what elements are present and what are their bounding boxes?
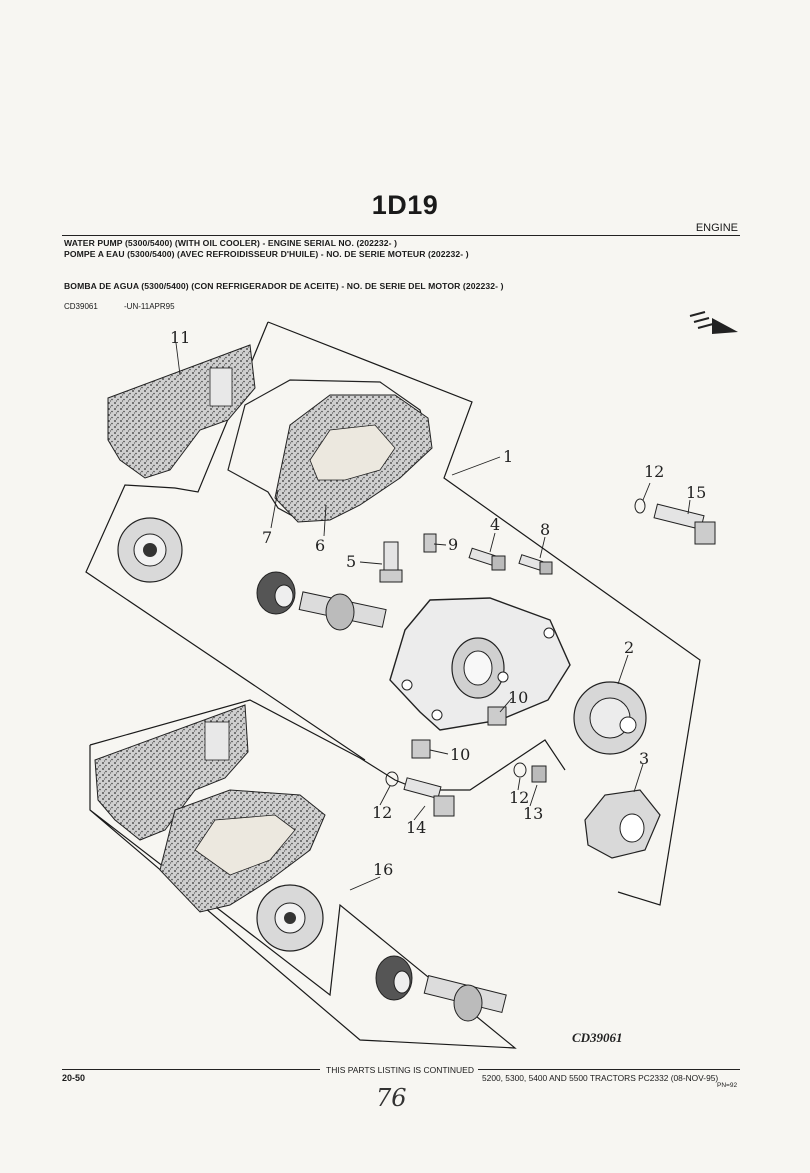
gasket-part-11 <box>107 344 256 479</box>
washer-part-12-upper <box>634 498 646 514</box>
callout-label: 3 <box>639 749 649 768</box>
bolt-part-15 <box>653 503 716 545</box>
footer-models: 5200, 5300, 5400 AND 5500 TRACTORS PC233… <box>482 1073 719 1083</box>
title-english: WATER PUMP (5300/5400) (WITH OIL COOLER)… <box>64 238 398 248</box>
callout-label: 8 <box>540 520 550 539</box>
page-number: 20-50 <box>62 1073 86 1083</box>
bolt-part-8 <box>518 554 553 575</box>
callout-label: 13 <box>523 804 543 823</box>
bolt-part-4 <box>468 547 506 571</box>
leader-lines <box>175 342 691 891</box>
shaft-upper <box>298 591 387 631</box>
hub-part-2 <box>573 681 647 755</box>
callout-label: 12 <box>509 788 529 807</box>
plug-part-9 <box>423 533 437 553</box>
upper-assembly-outline <box>85 321 701 906</box>
gasket-part-6 <box>274 394 433 523</box>
bolt-part-14 <box>403 777 455 817</box>
callout-label: 16 <box>373 860 393 879</box>
callout-label: 15 <box>686 483 706 502</box>
footer-rule-right <box>478 1069 740 1070</box>
callout-label: 7 <box>262 528 272 547</box>
page-code: 1D19 <box>371 190 439 220</box>
seal-upper <box>256 571 296 615</box>
gasket-kit-part-16 <box>94 704 507 1022</box>
continued-notice: THIS PARTS LISTING IS CONTINUED <box>326 1065 474 1075</box>
callout-label: 9 <box>448 535 458 554</box>
nut-part-13 <box>531 765 547 783</box>
callout-label: 2 <box>624 638 634 657</box>
washer-part-12-lower <box>385 762 527 787</box>
footer-pn: PN=92 <box>717 1082 738 1089</box>
callout-label: 10 <box>450 745 470 764</box>
callout-label: 6 <box>315 536 325 555</box>
water-pump-housing <box>389 597 571 731</box>
title-spanish: BOMBA DE AGUA (5300/5400) (CON REFRIGERA… <box>64 281 504 291</box>
flange-part-3 <box>584 789 661 859</box>
direction-arrow-icon <box>689 311 738 334</box>
part-callouts: 11 1 7 6 12 15 4 8 9 5 2 10 10 3 12 14 1… <box>170 328 706 879</box>
handwritten-note: 76 <box>376 1084 407 1112</box>
title-french: POMPE A EAU (5300/5400) (AVEC REFROIDISS… <box>64 249 469 259</box>
callout-label: 5 <box>346 552 356 571</box>
impeller-housing-upper <box>117 517 183 583</box>
header-rule <box>62 235 740 236</box>
reference-date: -UN-11APR95 <box>124 302 175 311</box>
callout-label: 1 <box>503 447 513 466</box>
footer-rule-left <box>62 1069 320 1070</box>
callout-label: 4 <box>490 515 500 534</box>
figure-code: CD39061 <box>572 1030 623 1045</box>
reference-code: CD39061 <box>64 302 98 311</box>
section-label: ENGINE <box>695 222 738 234</box>
callout-label: 12 <box>644 462 664 481</box>
callout-label: 11 <box>170 328 190 347</box>
fitting-part-5 <box>379 541 403 583</box>
plug-part-10 <box>411 706 507 759</box>
callout-label: 10 <box>508 688 528 707</box>
callout-label: 12 <box>372 803 392 822</box>
callout-label: 14 <box>406 818 426 837</box>
